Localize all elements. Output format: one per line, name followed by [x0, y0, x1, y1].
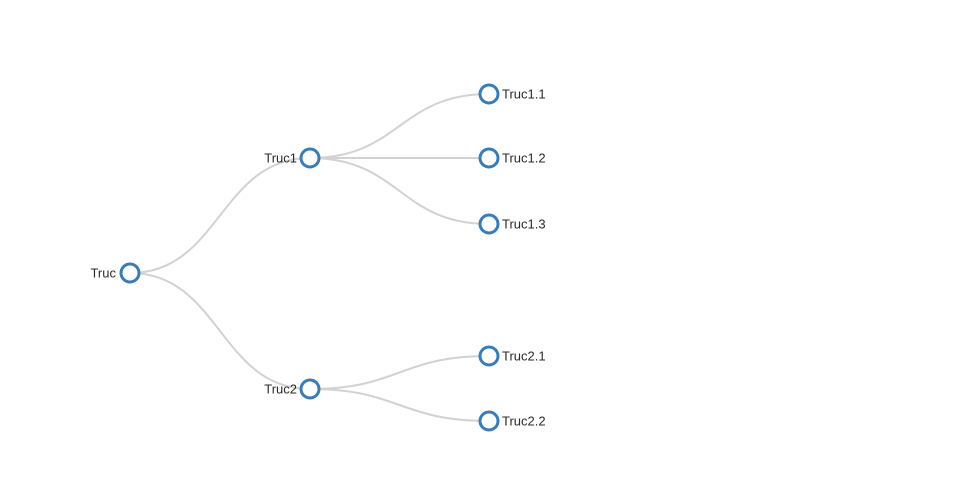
link-truc2-truc2_2: [309, 388, 490, 422]
tree-node-truc2[interactable]: Truc2: [264, 378, 321, 400]
tree-node-root[interactable]: Truc: [90, 262, 141, 284]
node-label-truc2_2: Truc2.2: [502, 414, 546, 429]
node-circle-truc2[interactable]: [299, 378, 321, 400]
node-label-truc1_2: Truc1.2: [502, 151, 546, 166]
tree-node-truc1_2[interactable]: Truc1.2: [478, 147, 546, 169]
node-label-root: Truc: [90, 266, 116, 281]
link-root-truc2: [129, 272, 311, 390]
node-circle-truc2_1[interactable]: [478, 345, 500, 367]
links-layer: [129, 93, 490, 422]
node-label-truc1_1: Truc1.1: [502, 87, 546, 102]
link-truc2-truc2_1: [309, 355, 490, 390]
link-truc1-truc1_3: [309, 157, 490, 225]
node-label-truc1_3: Truc1.3: [502, 217, 546, 232]
node-label-truc1: Truc1: [264, 151, 297, 166]
node-circle-truc1_1[interactable]: [478, 83, 500, 105]
node-label-truc2_1: Truc2.1: [502, 349, 546, 364]
node-circle-truc1[interactable]: [299, 147, 321, 169]
node-label-truc2: Truc2: [264, 382, 297, 397]
node-circle-truc1_3[interactable]: [478, 213, 500, 235]
tree-node-truc2_2[interactable]: Truc2.2: [478, 410, 546, 432]
node-circle-truc1_2[interactable]: [478, 147, 500, 169]
tree-node-truc2_1[interactable]: Truc2.1: [478, 345, 546, 367]
tree-node-truc1[interactable]: Truc1: [264, 147, 321, 169]
node-circle-truc2_2[interactable]: [478, 410, 500, 432]
link-truc1-truc1_1: [309, 93, 490, 159]
tree-node-truc1_1[interactable]: Truc1.1: [478, 83, 546, 105]
link-root-truc1: [129, 157, 311, 274]
node-circle-root[interactable]: [119, 262, 141, 284]
tree-node-truc1_3[interactable]: Truc1.3: [478, 213, 546, 235]
